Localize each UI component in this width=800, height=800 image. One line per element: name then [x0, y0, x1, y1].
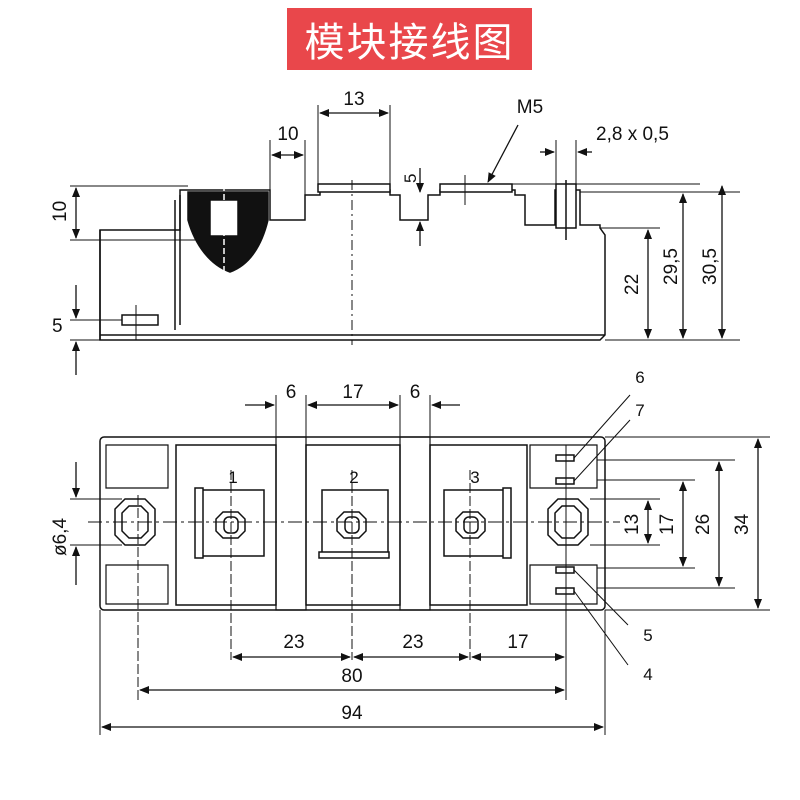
dim-v13: 13: [622, 514, 643, 535]
dim-h29: 29,5: [661, 248, 682, 285]
dim-v17: 17: [657, 514, 678, 535]
dim-v34: 34: [732, 513, 753, 535]
dim-left-10: 10: [50, 201, 71, 222]
dim-v26: 26: [693, 514, 714, 535]
dim-depth-5: 5: [401, 174, 420, 183]
pin-4-label: 4: [643, 665, 652, 684]
terminal-1-label: 1: [228, 468, 237, 487]
dim-h30: 30,5: [700, 248, 721, 285]
side-view: [70, 105, 740, 345]
pin-5-label: 5: [643, 626, 652, 645]
dim-h94: 94: [341, 703, 363, 724]
diagram-title: 模块接线图: [304, 20, 515, 66]
side-dimensions: [72, 109, 726, 375]
dim-gap-6b: 6: [410, 382, 421, 403]
terminal-3-label: 3: [470, 468, 479, 487]
dim-h80: 80: [341, 666, 362, 687]
pin-7-label: 7: [635, 401, 644, 420]
dim-h23a: 23: [283, 632, 304, 653]
dim-pin: 2,8 x 0,5: [596, 124, 669, 145]
mounting-hole-icon: [114, 498, 589, 546]
dim-left-5: 5: [52, 316, 63, 337]
dim-h17: 17: [507, 632, 528, 653]
top-dimension-labels: 6 17 6 ø6,4 13 17 26 34 23 23 17 80 94 1…: [50, 368, 753, 724]
dim-w17: 17: [342, 382, 363, 403]
dim-13: 13: [343, 89, 364, 110]
dim-10: 10: [277, 124, 298, 145]
side-dimension-labels: 13 10 M5 2,8 x 0,5 5 10 5 22 29,5 30,5: [50, 89, 721, 337]
screw-icon: [215, 511, 486, 539]
side-left-boss: [174, 195, 181, 330]
terminal-2-label: 2: [349, 468, 358, 487]
top-dimensions: [72, 401, 762, 731]
dim-hole: ø6,4: [50, 518, 71, 556]
nut-icon: [187, 185, 269, 285]
top-view: [70, 394, 770, 735]
pin-6-label: 6: [635, 368, 644, 387]
title-banner: 模块接线图: [287, 8, 532, 70]
dim-h23b: 23: [402, 632, 423, 653]
dim-h22: 22: [622, 274, 643, 295]
dim-m5: M5: [517, 97, 543, 118]
dim-gap-6a: 6: [286, 382, 297, 403]
side-body-outline: [99, 189, 606, 341]
